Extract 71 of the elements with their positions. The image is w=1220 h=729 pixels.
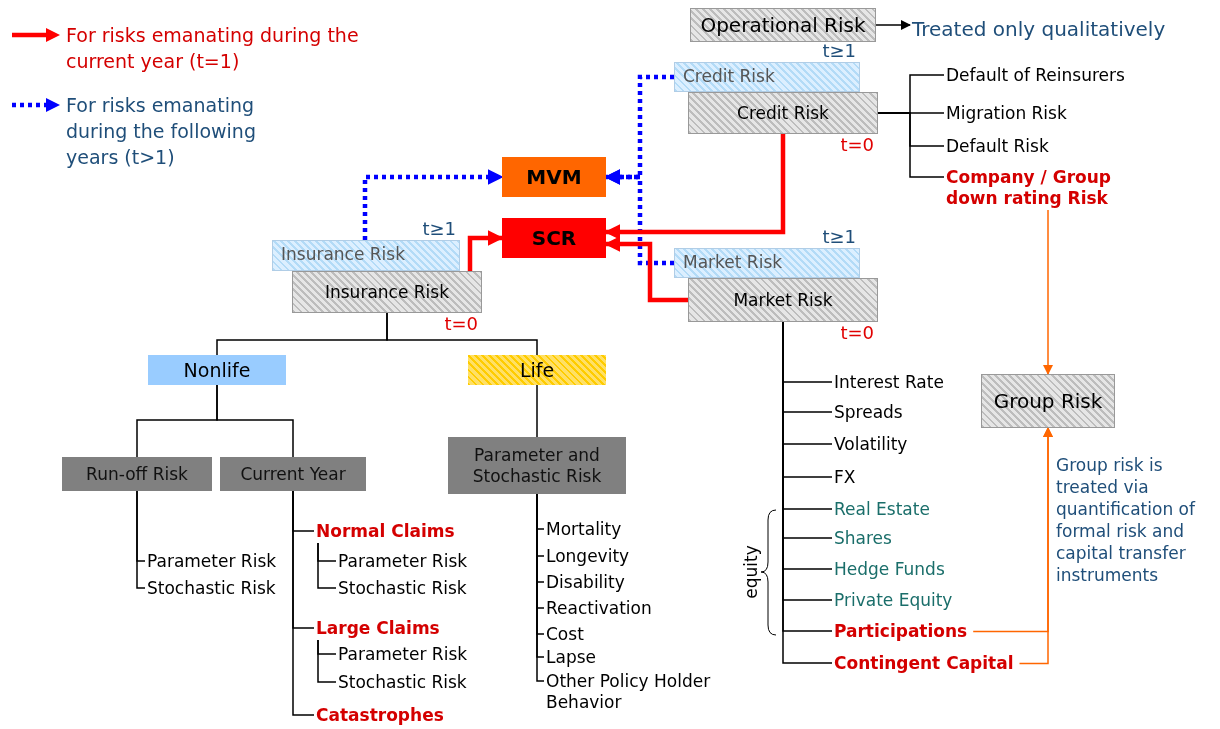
note-text: Treated only qualitatively — [910, 18, 1168, 41]
connector-line — [216, 384, 294, 458]
risk-box: Operational Risk — [690, 8, 876, 42]
risk-label: Contingent Capital — [832, 652, 1016, 675]
risk-label: Cost — [544, 623, 586, 646]
risk-label: Default Risk — [944, 135, 1051, 158]
legend-text: For risks emanating during the current year (t=1) — [66, 23, 360, 74]
risk-label: Spreads — [832, 401, 905, 424]
connector-line — [136, 490, 146, 589]
risk-label: Disability — [544, 571, 627, 594]
arrow — [604, 169, 674, 266]
bracket-label: equity — [739, 545, 762, 599]
arrow — [1043, 209, 1053, 375]
category-box: Nonlife — [148, 355, 286, 385]
risk-label: Migration Risk — [944, 102, 1069, 125]
category-box: Life — [468, 355, 606, 385]
risk-label: Parameter Risk — [336, 643, 470, 666]
risk-label: Normal Claims — [314, 520, 457, 543]
risk-label: Parameter Risk — [336, 550, 470, 573]
risk-label: Mortality — [544, 518, 624, 541]
connector-line — [317, 639, 337, 683]
connector-line — [386, 312, 538, 356]
legend-text: For risks emanating during the following years (t>1) — [66, 93, 257, 170]
category-box: Run-off Risk — [62, 457, 212, 491]
risk-label: Stochastic Risk — [145, 577, 278, 600]
connector-line — [536, 384, 538, 438]
measure-box: SCR — [502, 218, 606, 258]
time-label: t≥1 — [422, 219, 456, 239]
risk-label: Participations — [832, 620, 970, 643]
risk-label: Reactivation — [544, 597, 654, 620]
risk-label: Other Policy Holder Behavior — [544, 670, 734, 714]
risk-label: Catastrophes — [314, 704, 446, 727]
risk-label: Default of Reinsurers — [944, 64, 1127, 87]
risk-box: Market Risk — [688, 278, 878, 322]
risk-label: Large Claims — [314, 617, 442, 640]
risk-label: Longevity — [544, 545, 632, 568]
arrow — [604, 236, 688, 303]
risk-label: Stochastic Risk — [336, 577, 469, 600]
risk-label: Interest Rate — [832, 371, 946, 394]
risk-label: FX — [832, 466, 858, 489]
risk-label: Volatility — [832, 433, 910, 456]
category-box: Current Year — [220, 457, 366, 491]
measure-box: MVM — [502, 157, 606, 197]
time-label: t≥1 — [822, 227, 856, 247]
risk-label: Company / Group down rating Risk — [944, 166, 1144, 210]
risk-label: Real Estate — [832, 498, 932, 521]
arrow — [362, 169, 504, 240]
risk-box: Credit Risk — [688, 92, 878, 134]
risk-box: Credit Risk — [674, 62, 860, 92]
risk-label: Stochastic Risk — [336, 671, 469, 694]
category-box: Parameter and Stochastic Risk — [448, 437, 626, 494]
time-label: t=0 — [840, 135, 874, 155]
risk-label: Lapse — [544, 646, 598, 669]
arrow — [604, 134, 786, 240]
risk-box: Insurance Risk — [292, 271, 482, 313]
connector-line — [877, 112, 945, 178]
note-text: Group risk is treated via quantification of formal risk and capital transfer instruments — [1056, 454, 1197, 586]
time-label: t=0 — [444, 314, 478, 334]
arrow — [1018, 427, 1053, 665]
connector-line — [292, 490, 315, 716]
risk-label: Private Equity — [832, 589, 955, 612]
risk-label: Shares — [832, 527, 894, 550]
risk-box: Market Risk — [674, 248, 860, 278]
risk-box: Group Risk — [981, 374, 1115, 428]
arrow — [875, 20, 911, 30]
time-label: t≥1 — [822, 41, 856, 61]
connector-line — [317, 542, 337, 589]
time-label: t=0 — [840, 323, 874, 343]
risk-label: Hedge Funds — [832, 558, 947, 581]
risk-label: Parameter Risk — [145, 550, 279, 573]
risk-box: Insurance Risk — [272, 240, 460, 271]
